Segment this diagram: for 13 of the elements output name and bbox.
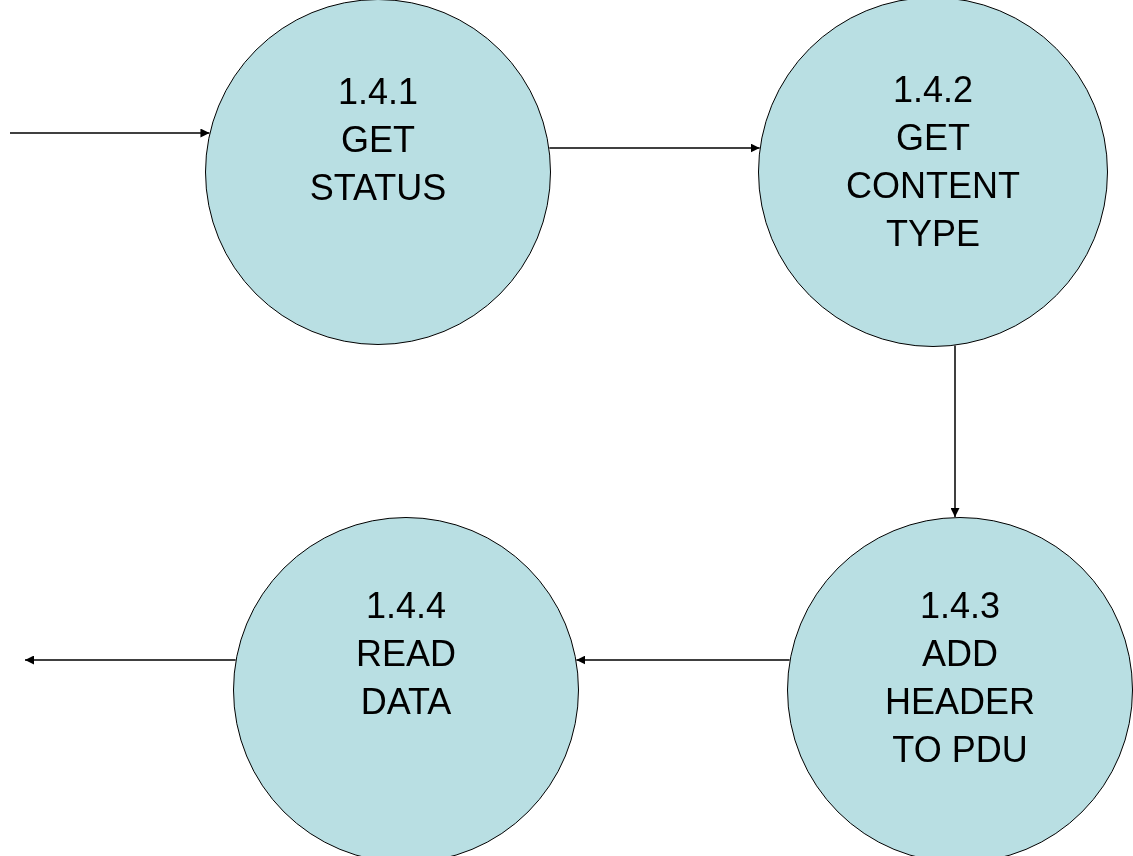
arrow [548, 143, 761, 153]
process-label: READ DATA [355, 632, 457, 724]
process-number: 1.4.2 [892, 68, 974, 112]
arrow [9, 128, 211, 138]
arrow [950, 344, 960, 518]
process-number: 1.4.3 [919, 584, 1001, 628]
process-label: GET CONTENT TYPE [845, 116, 1021, 256]
process-number: 1.4.1 [337, 70, 419, 114]
process-number: 1.4.4 [365, 584, 447, 628]
arrow [575, 655, 791, 665]
arrow [24, 655, 237, 665]
process-label: ADD HEADER TO PDU [884, 632, 1036, 772]
process-label: GET STATUS [308, 118, 448, 210]
